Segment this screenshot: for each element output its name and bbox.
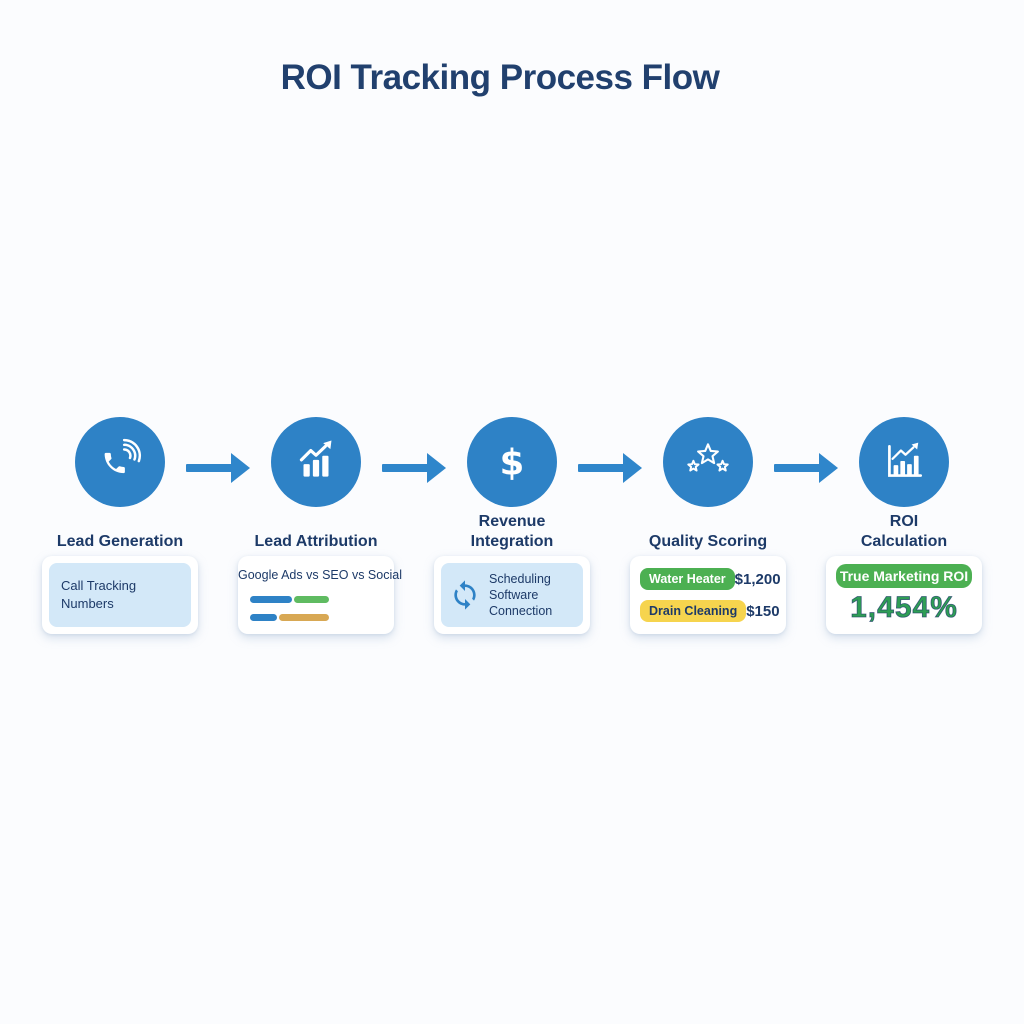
- roi-calculation-circle: [859, 417, 949, 507]
- arrow-shaft: [186, 464, 233, 472]
- job-tag-water-heater: Water Heater: [640, 568, 735, 590]
- scheduling-text-line2: Connection: [489, 604, 553, 618]
- job-value-water-heater: $1,200: [734, 570, 781, 588]
- stage-quality-scoring: Quality Scoring Water Heater $1,200 Drai…: [630, 417, 786, 634]
- stage-row: Lead Generation Call Tracking Numbers: [42, 417, 982, 634]
- flow-arrow-2: [382, 453, 446, 483]
- scheduling-text-line1: Scheduling Software: [489, 572, 551, 602]
- arrow-head: [231, 453, 250, 483]
- scheduling-card: Scheduling Software Connection: [434, 556, 590, 634]
- sync-icon: [454, 580, 476, 610]
- attribution-card-title: Google Ads vs SEO vs Social: [238, 568, 402, 582]
- call-tracking-card: Call Tracking Numbers: [42, 556, 198, 634]
- stage-label-lead-generation: Lead Generation: [57, 512, 183, 552]
- stage-label-line2: Calculation: [860, 533, 948, 550]
- stars-icon: [687, 443, 729, 472]
- bar-segment-google-ads-2: [250, 614, 277, 621]
- arrow-shaft: [578, 464, 625, 472]
- process-flow: Lead Generation Call Tracking Numbers: [42, 417, 982, 657]
- quality-scoring-card: Water Heater $1,200 Drain Cleaning $150: [630, 556, 786, 634]
- svg-text:$: $: [500, 443, 525, 484]
- roi-result-card: True Marketing ROI 1,454%: [826, 556, 982, 634]
- job-tag-drain-cleaning: Drain Cleaning: [640, 600, 747, 622]
- call-tracking-card-fill: Call Tracking Numbers: [49, 563, 191, 627]
- call-tracking-text-line1: Call Tracking: [61, 578, 137, 593]
- scheduling-card-fill: Scheduling Software Connection: [441, 563, 583, 627]
- job-row-drain-cleaning: Drain Cleaning $150: [640, 600, 780, 622]
- revenue-integration-circle: $: [467, 417, 557, 507]
- stage-label-roi-calculation: ROI Calculation: [861, 512, 947, 552]
- flow-arrow-1: [186, 453, 250, 483]
- bar-chart-growth-icon: [299, 440, 332, 477]
- arrow-head: [819, 453, 838, 483]
- job-value-drain-cleaning: $150: [746, 602, 780, 620]
- roi-chart-icon: [888, 442, 923, 477]
- bar-segment-google-ads: [250, 596, 292, 603]
- bar-segment-seo: [294, 596, 329, 603]
- scheduling-text: Scheduling Software Connection: [489, 571, 577, 619]
- lead-generation-circle: [75, 417, 165, 507]
- stage-revenue-integration: $ Revenue Integration Scheduling Softwar…: [434, 417, 590, 634]
- call-tracking-text-line2: Numbers: [61, 596, 114, 611]
- flow-arrow-3: [578, 453, 642, 483]
- page-title: ROI Tracking Process Flow: [280, 58, 720, 97]
- stage-label-revenue-integration: Revenue Integration: [471, 512, 554, 552]
- stage-label-quality-scoring: Quality Scoring: [649, 512, 767, 552]
- roi-result-tag: True Marketing ROI: [836, 564, 972, 588]
- phone-icon: [104, 438, 142, 474]
- stage-lead-attribution: Lead Attribution Google Ads vs SEO vs So…: [238, 417, 402, 634]
- stage-label-line1: Quality Scoring: [648, 533, 768, 550]
- stage-label-line1: Lead Attribution: [254, 533, 378, 550]
- call-tracking-text: Call Tracking Numbers: [61, 577, 136, 613]
- stage-label-lead-attribution: Lead Attribution: [255, 512, 378, 552]
- dollar-icon: $: [500, 443, 525, 484]
- stage-label-line2: Integration: [470, 533, 554, 550]
- attribution-bar-row-2: [250, 614, 394, 621]
- lead-attribution-circle: [271, 417, 361, 507]
- arrow-shaft: [774, 464, 821, 472]
- stage-roi-calculation: ROI Calculation True Marketing ROI 1,454…: [826, 417, 982, 634]
- bar-segment-social: [279, 614, 329, 621]
- quality-scoring-circle: [663, 417, 753, 507]
- roi-result-value: 1,454%: [850, 591, 958, 625]
- stage-label-line1: ROI: [889, 513, 919, 530]
- attribution-bar-row-1: [250, 596, 394, 603]
- arrow-shaft: [382, 464, 429, 472]
- arrow-head: [427, 453, 446, 483]
- job-row-water-heater: Water Heater $1,200: [640, 568, 781, 590]
- flow-arrow-4: [774, 453, 838, 483]
- stage-lead-generation: Lead Generation Call Tracking Numbers: [42, 417, 198, 634]
- stage-label-line1: Lead Generation: [56, 533, 184, 550]
- stage-label-line1: Revenue: [478, 513, 546, 530]
- attribution-card: Google Ads vs SEO vs Social: [238, 556, 402, 634]
- arrow-head: [623, 453, 642, 483]
